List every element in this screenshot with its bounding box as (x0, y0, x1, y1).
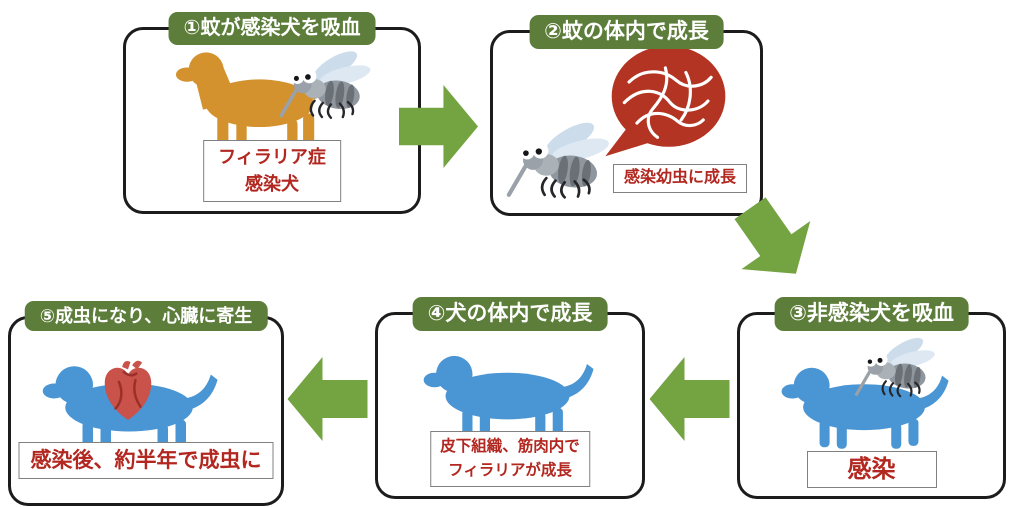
step-5-header: ⑤成虫になり、心臓に寄生 (24, 301, 268, 332)
step-4-label: 皮下組織、筋肉内で フィラリアが成長 (430, 430, 590, 487)
step-2-label-line-1: 感染幼虫に成長 (623, 169, 736, 187)
step-1-label-line-2: 感染犬 (244, 174, 299, 194)
mosquito-icon (854, 331, 939, 398)
step-5-box: ⑤成虫になり、心臓に寄生 感染後、約半年で成虫に (8, 301, 284, 506)
arrow-left-icon (649, 357, 730, 441)
mosquito-icon (503, 119, 613, 204)
step-1-label-line-1: フィラリア症 (218, 147, 326, 167)
step-3-label-line-1: 感染 (847, 455, 896, 483)
arrow-left-icon (287, 357, 368, 441)
dog-icon (423, 355, 594, 439)
arrow-right-icon (399, 85, 478, 168)
larvae-speech-bubble-icon (605, 45, 726, 157)
step-4-header: ④犬の体内で成長 (412, 297, 608, 332)
heart-icon (104, 360, 152, 420)
step-2-header: ②蚊の体内で成長 (529, 15, 724, 50)
step-3-box: ③非感染犬を吸血 感染 (737, 297, 1006, 499)
step-2-box: ②蚊の体内で成長 感染幼虫に成長 (490, 15, 763, 216)
step-1-label: フィラリア症 感染犬 (203, 140, 341, 202)
step-3-header: ③非感染犬を吸血 (774, 297, 969, 332)
mosquito-icon (279, 43, 375, 120)
step-2-label: 感染幼虫に成長 (612, 164, 747, 193)
step-3-label: 感染 (806, 450, 937, 488)
step-1-header: ①蚊が感染犬を吸血 (168, 12, 376, 45)
step-1-box: ①蚊が感染犬を吸血 フィラリア症 感染犬 (123, 12, 421, 214)
step-4-box: ④犬の体内で成長 皮下組織、筋肉内で フィラリアが成長 (375, 297, 645, 499)
step-5-label-line-1: 感染後、約半年で成虫に (30, 448, 262, 472)
step-4-label-line-2: フィラリアが成長 (448, 461, 572, 479)
step-4-label-line-1: 皮下組織、筋肉内で (440, 437, 580, 455)
step-5-label: 感染後、約半年で成虫に (18, 441, 274, 479)
